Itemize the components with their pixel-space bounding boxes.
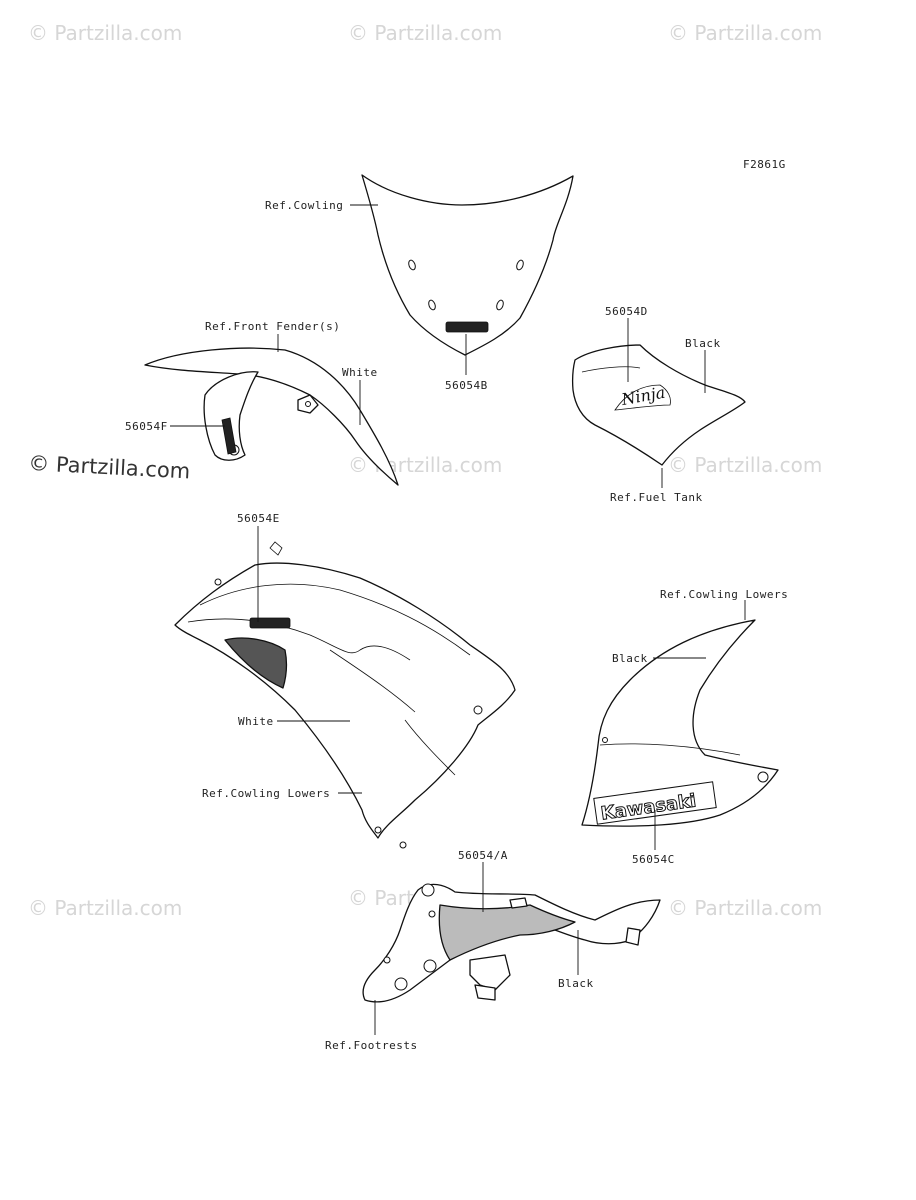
watermark: © Partzilla.com [28,896,182,920]
fender-decal [221,417,237,455]
label-ref-cowling-lowers-right: Ref.Cowling Lowers [660,588,788,601]
label-ref-front-fender: Ref.Front Fender(s) [205,320,340,333]
label-56054C: 56054C [632,853,675,866]
label-56054E: 56054E [237,512,280,525]
label-ref-fuel-tank: Ref.Fuel Tank [610,491,703,504]
front-fender-part [144,347,399,486]
label-black-tank: Black [685,337,721,350]
label-ref-cowling: Ref.Cowling [265,199,343,212]
watermark: © Partzilla.com [348,21,502,45]
label-black-lower: Black [612,652,648,665]
label-56054B: 56054B [445,379,488,392]
windscreen-decal [445,321,489,333]
cowling-left-part [174,541,516,849]
label-black-footrest: Black [558,977,594,990]
watermark-logo: © Partzilla.com [28,451,191,483]
footrest-bracket-part [362,883,661,1003]
watermark: © Partzilla.com [668,896,822,920]
watermark: © Partzilla.com [28,21,182,45]
label-56054F: 56054F [125,420,168,433]
label-white-fender: White [342,366,378,379]
label-56054D: 56054D [605,305,648,318]
label-56054A: 56054/A [458,849,508,862]
watermark: © Partzilla.com [668,453,822,477]
cowling-lower-right-part: Kawasaki [581,619,779,827]
watermark: © Partzilla.com [668,21,822,45]
windscreen-part [361,174,574,356]
label-white-cowl: White [238,715,274,728]
label-ref-footrests: Ref.Footrests [325,1039,418,1052]
label-ref-cowling-lowers-left: Ref.Cowling Lowers [202,787,330,800]
fuel-tank-part: Ninja [571,344,746,466]
cowling-decal [249,617,291,629]
figure-code: F2861G [743,158,786,171]
